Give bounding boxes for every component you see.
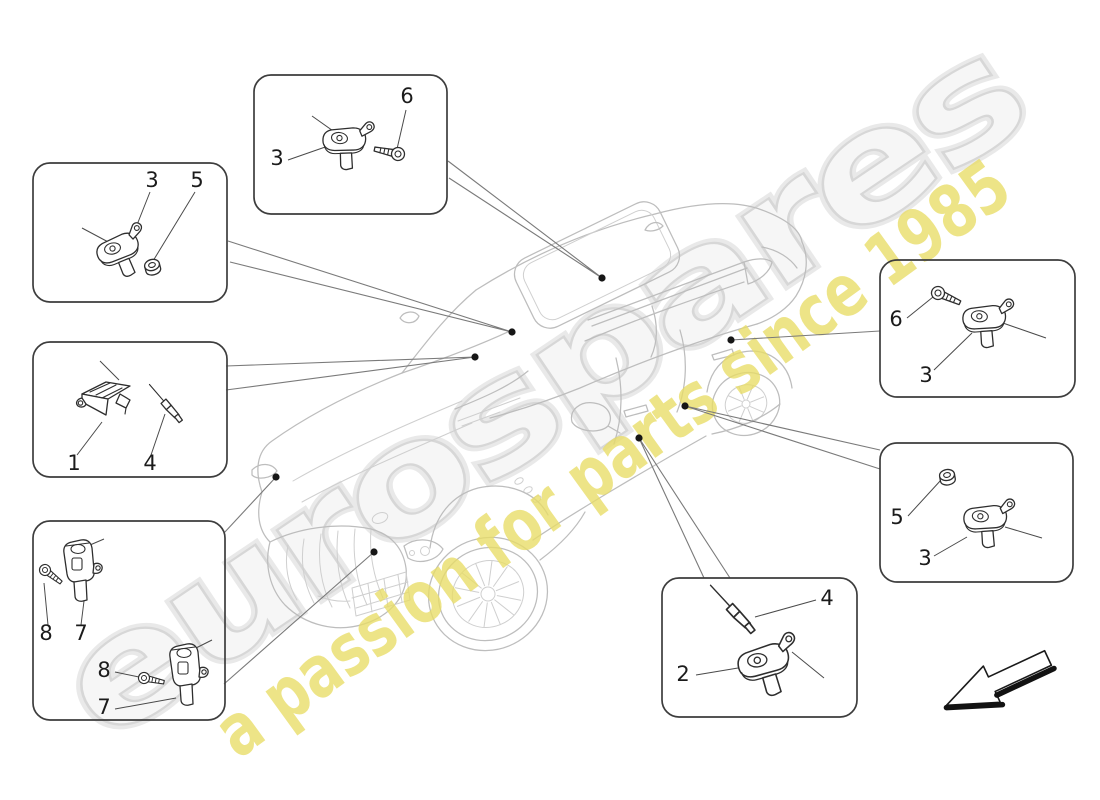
part-number-label: 4 (820, 586, 833, 610)
leader-lines (223, 160, 881, 685)
callout-box-bottom-left: 8 7 8 7 (32, 520, 226, 721)
front-sensor-illustration (91, 221, 152, 283)
part-number-label: 2 (676, 662, 689, 686)
part-number-label: 1 (67, 451, 80, 475)
part-number-label: 6 (889, 307, 902, 331)
callout-box-bottom-center: 4 2 (661, 577, 858, 718)
pin-illustration (141, 383, 188, 424)
screw-illustration (36, 561, 66, 588)
control-unit-illustration (75, 381, 131, 416)
part-number-label: 3 (918, 546, 931, 570)
nut-illustration (938, 467, 957, 487)
callout-box-mid-left: 1 4 (32, 341, 228, 478)
roof-sensor-illustration (318, 115, 376, 174)
part-number-label: 7 (74, 621, 87, 645)
nut-illustration (142, 257, 163, 278)
callout-box-top-center: 3 6 (253, 74, 448, 215)
part-number-label: 3 (919, 363, 932, 387)
side-sensor-illustration (959, 293, 1015, 351)
callout-box-right-middle: 5 3 (879, 442, 1074, 583)
callout-box-top-left: 3 5 (32, 162, 228, 303)
part-number-label: 8 (97, 658, 110, 682)
sensor-location-dots (272, 274, 735, 556)
part-number-label: 5 (190, 168, 203, 192)
part-number-label: 4 (143, 451, 156, 475)
side-sensor-illustration (960, 493, 1016, 551)
bolt-illustration (372, 142, 407, 163)
car-line-drawing (251, 201, 807, 652)
part-number-label: 3 (145, 168, 158, 192)
bolt-illustration (928, 283, 964, 310)
part-number-label: 6 (400, 84, 413, 108)
direction-arrow-icon (943, 649, 1057, 711)
part-number-label: 3 (270, 146, 283, 170)
part-number-label: 5 (890, 505, 903, 529)
callout-box-right-upper: 6 3 (879, 259, 1076, 398)
part-number-label: 8 (39, 621, 52, 645)
pin-illustration (701, 584, 762, 636)
part-number-label: 7 (97, 695, 110, 719)
pillar-sensor-illustration (734, 631, 802, 700)
